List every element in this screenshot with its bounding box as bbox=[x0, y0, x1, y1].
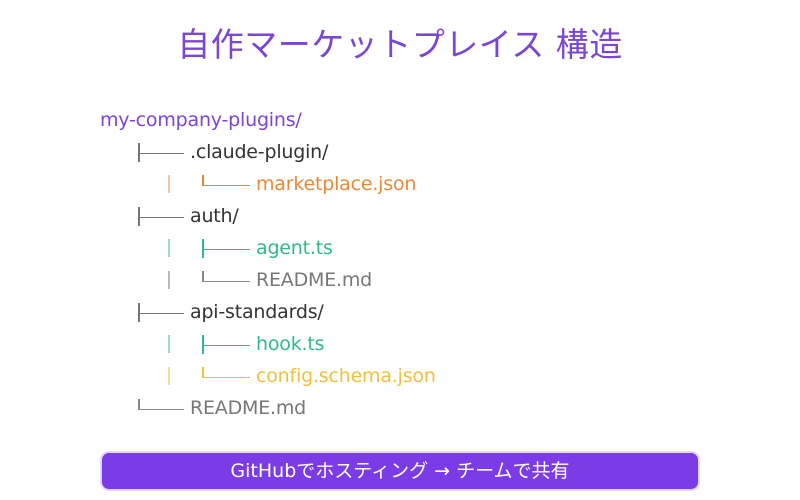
root-folder-label: my-company-plugins/ bbox=[100, 109, 302, 131]
tree-vertical-line bbox=[168, 175, 170, 193]
folder-label: api-standards/ bbox=[190, 301, 324, 323]
tree-root: my-company-plugins/ bbox=[100, 104, 302, 136]
folder-label: .claude-plugin/ bbox=[190, 141, 329, 163]
tree-vertical-line bbox=[168, 271, 170, 289]
tree-vertical-line bbox=[168, 239, 170, 257]
tree-end-connector bbox=[202, 175, 250, 186]
tree-branch-connector bbox=[202, 239, 250, 258]
tree-end-connector bbox=[202, 271, 250, 282]
tree-vertical-line bbox=[168, 367, 170, 385]
tree-vertical-line bbox=[168, 335, 170, 353]
tree-branch-connector bbox=[138, 143, 184, 162]
file-label: marketplace.json bbox=[256, 173, 417, 195]
tree-end-connector bbox=[138, 399, 184, 410]
file-label: hook.ts bbox=[256, 333, 325, 355]
folder-label: auth/ bbox=[190, 205, 239, 227]
file-label: README.md bbox=[256, 269, 373, 291]
diagram-title: 自作マーケットプレイス 構造 bbox=[177, 25, 623, 64]
github-hosting-banner: GitHubでホスティング → チームで共有 bbox=[100, 451, 700, 491]
file-label: config.schema.json bbox=[256, 365, 436, 387]
file-label: agent.ts bbox=[256, 237, 333, 259]
tree-branch-connector bbox=[138, 207, 184, 226]
file-label: README.md bbox=[190, 397, 307, 419]
tree-branch-connector bbox=[202, 335, 250, 354]
tree-branch-connector bbox=[138, 303, 184, 322]
tree-end-connector bbox=[202, 367, 250, 378]
